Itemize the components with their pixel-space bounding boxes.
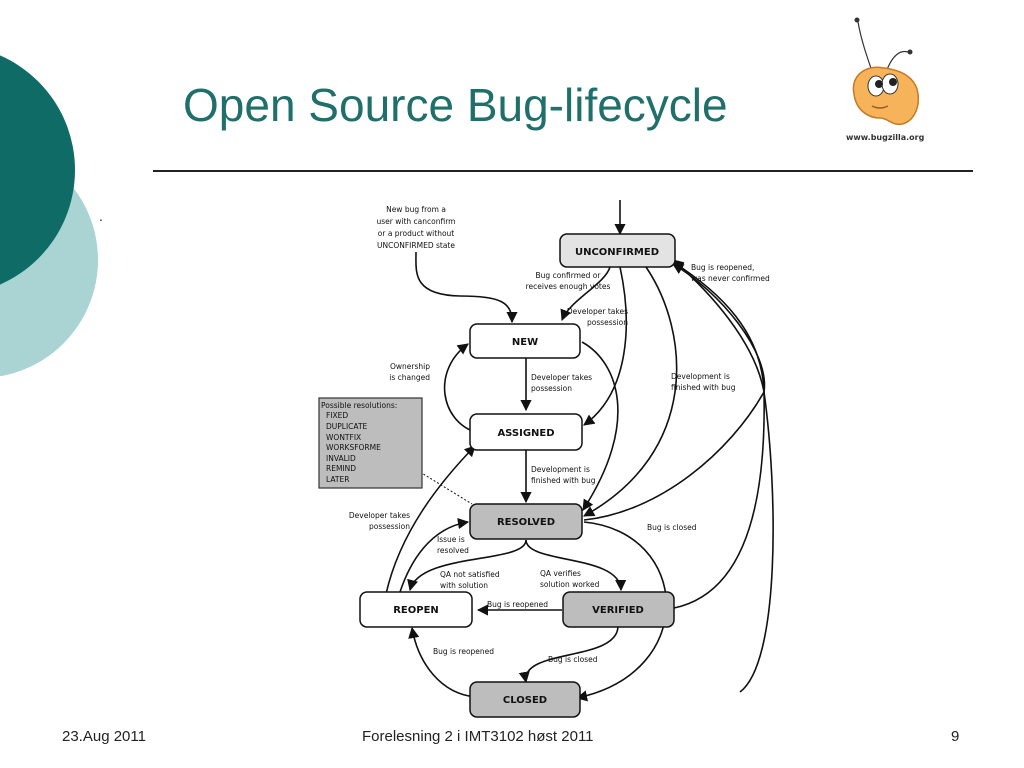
resolutions-heading: Possible resolutions: (321, 401, 397, 410)
state-resolved: RESOLVED (469, 503, 583, 540)
resolution-item: FIXED (326, 411, 348, 420)
state-closed: CLOSED (469, 681, 581, 718)
edge-verified-unconfirmed (672, 261, 765, 609)
state-reopen-label: REOPEN (393, 605, 439, 616)
state-verified: VERIFIED (562, 591, 675, 628)
edge-assigned-new (443, 343, 476, 433)
note-qa-not: with solution (440, 581, 488, 590)
note-qa-not: QA not satisfied (440, 570, 500, 579)
state-unconfirmed-label: UNCONFIRMED (575, 247, 659, 258)
edge-unconfirmed-assigned (583, 266, 627, 426)
note-dev-takes: Developer takes (531, 373, 592, 382)
decorative-circles (0, 55, 98, 377)
state-new-label: NEW (512, 337, 538, 348)
state-assigned: ASSIGNED (469, 413, 583, 451)
state-closed-label: CLOSED (503, 695, 547, 706)
footer-course: Forelesning 2 i IMT3102 høst 2011 (362, 728, 594, 745)
note-dev-takes: Developer takes (349, 511, 410, 520)
note-issue-resolved: Issue is (437, 535, 465, 544)
footer-date: 23.Aug 2011 (62, 728, 146, 745)
note-qa-verifies: solution worked (540, 580, 600, 589)
note-confirmed: receives enough votes (526, 282, 611, 291)
state-verified-label: VERIFIED (592, 605, 644, 616)
bug-lifecycle-diagram: Possible resolutions: FIXED DUPLICATE WO… (318, 200, 774, 718)
note-ownership: is changed (389, 373, 430, 382)
note-confirmed: Bug confirmed or (536, 271, 602, 280)
edge-resolved-verified (525, 539, 627, 592)
edge-reopen-assigned (385, 445, 476, 595)
note-dev-finished: finished with bug (671, 383, 736, 392)
note-bug-closed: Bug is closed (548, 655, 598, 664)
edge-verified-closed (518, 625, 619, 684)
edge-new-resolved (581, 341, 619, 511)
note-dev-takes: possession (587, 318, 628, 327)
note-bug-reopened: Bug is reopened (433, 647, 494, 656)
note-newbug: or a product without (378, 229, 455, 238)
resolution-item: WORKSFORME (326, 443, 381, 452)
edge-closed-reopen (408, 626, 477, 698)
edge-resolved-reopen (407, 539, 527, 592)
resolutions-box (318, 397, 423, 489)
edge-unconfirmed-new (560, 266, 611, 322)
resolution-item: LATER (326, 475, 349, 484)
edge-labels: New bug from a user with canconfirm or a… (349, 205, 770, 664)
note-dev-takes: possession (531, 384, 572, 393)
note-newbug: UNCONFIRMED state (377, 241, 455, 250)
note-dev-finished: finished with bug (531, 476, 596, 485)
note-dev-finished: Development is (531, 465, 590, 474)
note-issue-resolved: resolved (437, 546, 469, 555)
edge-unconfirmed-resolved (583, 266, 678, 517)
edge-closed-unconfirmed (672, 259, 774, 693)
note-reopened-never: was never confirmed (691, 274, 770, 283)
resolutions-text: Possible resolutions: FIXED DUPLICATE WO… (321, 401, 397, 484)
note-dev-takes: possession (369, 522, 410, 531)
bullet-dot: . (99, 208, 103, 224)
state-resolved-label: RESOLVED (497, 517, 555, 528)
note-bug-reopened: Bug is reopened (487, 600, 548, 609)
note-dev-finished: Development is (671, 372, 730, 381)
state-reopen: REOPEN (359, 591, 473, 628)
state-new: NEW (469, 323, 581, 359)
state-unconfirmed: UNCONFIRMED (559, 233, 676, 268)
edge-resolutions-note (419, 471, 473, 505)
edge-reopen-resolved (399, 518, 470, 593)
state-assigned-label: ASSIGNED (497, 428, 554, 439)
title-divider (153, 170, 973, 172)
note-reopened-never: Bug is reopened, (691, 263, 754, 272)
resolution-item: DUPLICATE (326, 422, 368, 431)
note-qa-verifies: QA verifies (540, 569, 581, 578)
slide-title: Open Source Bug-lifecycle (183, 79, 728, 131)
resolution-item: REMIND (326, 464, 356, 473)
bugzilla-ant-icon (852, 17, 920, 126)
footer-page-number: 9 (951, 728, 960, 745)
bugzilla-url: www.bugzilla.org (846, 133, 925, 142)
note-newbug: user with canconfirm (377, 217, 456, 226)
edge-newbug-new (415, 251, 518, 324)
note-newbug: New bug from a (386, 205, 446, 214)
resolution-item: INVALID (326, 454, 356, 463)
resolution-item: WONTFIX (326, 433, 361, 442)
note-dev-takes: Developer takes (567, 307, 628, 316)
deco-dark-circle (0, 55, 75, 285)
note-ownership: Ownership (390, 362, 430, 371)
note-bug-closed: Bug is closed (647, 523, 697, 532)
